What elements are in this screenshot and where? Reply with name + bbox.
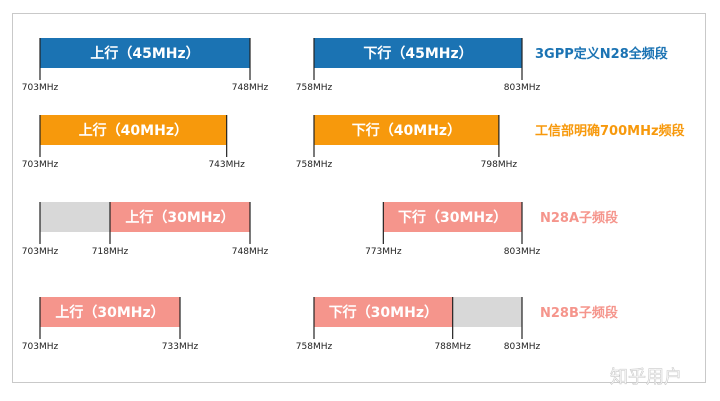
band-segment	[383, 202, 522, 232]
tick-label: 718MHz	[92, 247, 129, 257]
tick-label: 803MHz	[504, 83, 541, 93]
band-segment	[314, 297, 453, 327]
band-segment	[110, 202, 250, 232]
tick-label: 748MHz	[232, 83, 269, 93]
tick-label: 743MHz	[208, 160, 245, 170]
band-segment-label: 下行（40MHz）	[352, 122, 461, 139]
band-segment	[314, 38, 522, 68]
watermark-text: 知乎用户	[610, 367, 682, 388]
row-label: N28A子频段	[540, 210, 618, 226]
band-segment	[314, 115, 499, 145]
tick-label: 748MHz	[232, 247, 269, 257]
row-label: 3GPP定义N28全频段	[535, 46, 668, 62]
tick-label: 733MHz	[162, 342, 199, 352]
tick-label: 703MHz	[22, 342, 59, 352]
band-segment-label: 上行（40MHz）	[79, 122, 188, 139]
tick-label: 788MHz	[434, 342, 471, 352]
tick-label: 758MHz	[296, 160, 333, 170]
tick-label: 798MHz	[481, 160, 518, 170]
tick-label: 703MHz	[22, 247, 59, 257]
tick-label: 703MHz	[22, 160, 59, 170]
band-segment	[40, 115, 227, 145]
band-segment-label: 上行（30MHz）	[55, 304, 164, 321]
band-segment-label: 上行（45MHz）	[90, 45, 199, 62]
diagram-frame	[12, 13, 706, 383]
tick-label: 803MHz	[504, 247, 541, 257]
band-segment-label: 下行（30MHz）	[329, 304, 438, 321]
band-segment-label: 上行（30MHz）	[125, 209, 234, 226]
band-segment-label: 下行（30MHz）	[398, 209, 507, 226]
band-segment-label: 下行（45MHz）	[363, 45, 472, 62]
band-segment	[40, 38, 250, 68]
band-segment	[40, 297, 180, 327]
tick-label: 803MHz	[504, 342, 541, 352]
row-label: 工信部明确700MHz频段	[535, 123, 685, 139]
tick-label: 758MHz	[296, 83, 333, 93]
row-label: N28B子频段	[540, 305, 618, 321]
band-segment	[40, 202, 110, 232]
tick-label: 703MHz	[22, 83, 59, 93]
tick-label: 773MHz	[365, 247, 402, 257]
band-segment	[452, 297, 522, 327]
tick-label: 758MHz	[296, 342, 333, 352]
